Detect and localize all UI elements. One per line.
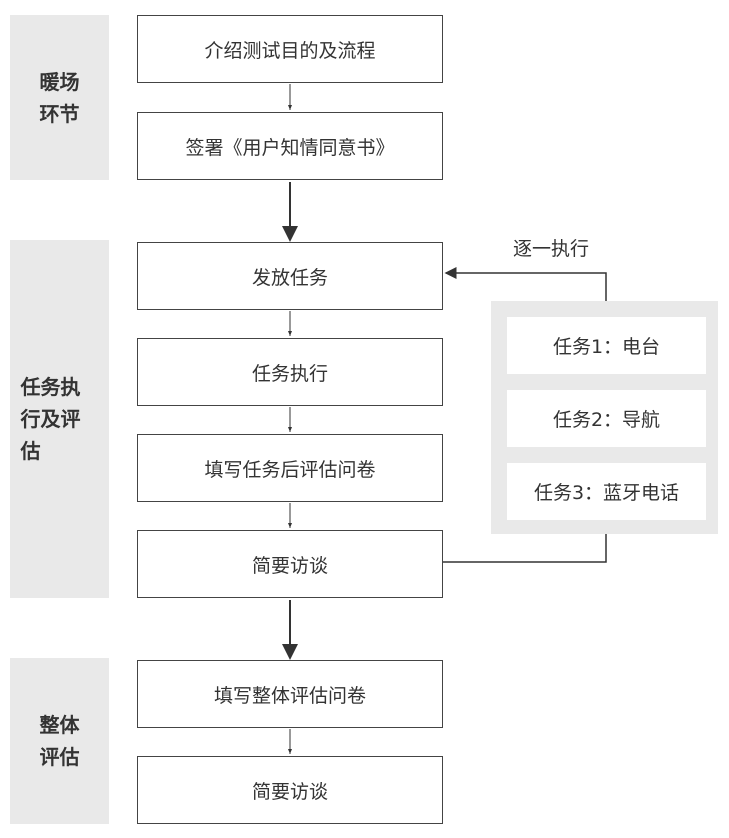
task-item: 任务1：电台 <box>507 317 706 374</box>
step-overall-questionnaire: 填写整体评估问卷 <box>137 660 443 728</box>
step-execute-task: 任务执行 <box>137 338 443 406</box>
task-item: 任务2：导航 <box>507 390 706 447</box>
stage-task-execution: 任务执行及评估 <box>10 240 109 598</box>
step-assign-task: 发放任务 <box>137 242 443 310</box>
step-final-interview: 简要访谈 <box>137 756 443 824</box>
stage-label: 整体评估 <box>39 713 80 769</box>
step-brief-interview: 简要访谈 <box>137 530 443 598</box>
step-introduce: 介绍测试目的及流程 <box>137 15 443 83</box>
stage-label: 暖场环节 <box>39 69 80 126</box>
stage-label: 任务执行及评估 <box>20 375 81 463</box>
loop-arrow-top <box>444 267 607 301</box>
task-list-panel: 任务1：电台 任务2：导航 任务3：蓝牙电话 <box>491 301 718 534</box>
loop-label: 逐一执行 <box>513 238 590 260</box>
loop-line-bottom <box>443 534 607 563</box>
stage-overall-evaluation: 整体评估 <box>10 658 109 824</box>
step-sign-consent: 签署《用户知情同意书》 <box>137 112 443 180</box>
stage-warmup: 暖场环节 <box>10 15 109 180</box>
step-post-task-questionnaire: 填写任务后评估问卷 <box>137 434 443 502</box>
task-item: 任务3：蓝牙电话 <box>507 463 706 520</box>
